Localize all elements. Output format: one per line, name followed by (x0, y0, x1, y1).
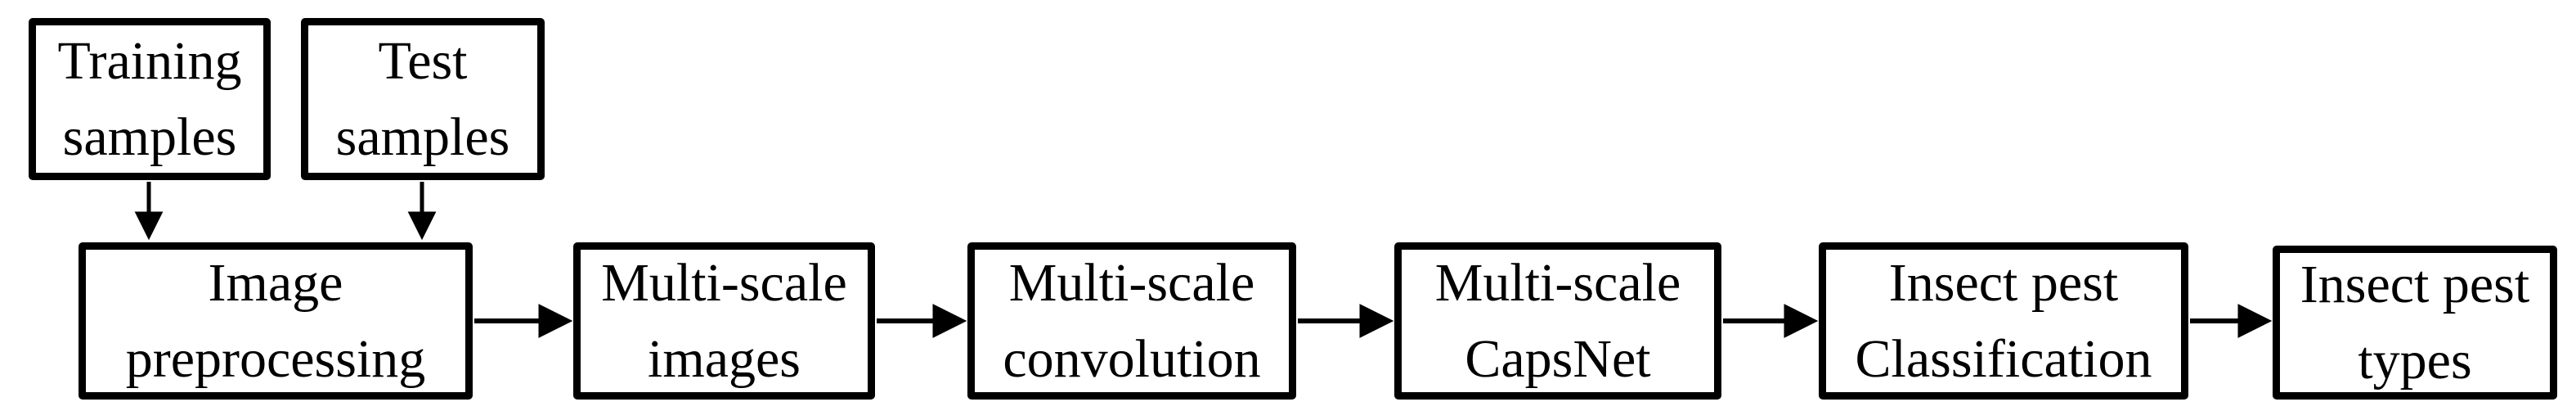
node-label-line: Insect pest (1888, 253, 2119, 313)
node-multi-scale-capsnet: Multi-scale CapsNet (1394, 242, 1721, 400)
node-label-line: Classification (1855, 329, 2152, 389)
node-label-line: Training (57, 31, 242, 91)
node-label-line: convolution (1003, 329, 1261, 389)
node-label-line: types (2358, 331, 2472, 391)
node-label-line: Image (208, 253, 343, 313)
node-multi-scale-convolution: Multi-scale convolution (967, 242, 1296, 400)
node-label-line: Test (378, 31, 468, 91)
node-training-samples: Training samples (29, 18, 271, 180)
node-label-line: images (648, 329, 801, 389)
node-label-line: Multi-scale (601, 253, 847, 313)
node-insect-pest-classification: Insect pest Classification (1819, 242, 2188, 400)
node-multi-scale-images: Multi-scale images (573, 242, 875, 400)
node-label-line: CapsNet (1465, 329, 1651, 389)
node-label-line: Insect pest (2300, 255, 2530, 314)
node-test-samples: Test samples (301, 18, 545, 180)
node-label-line: Multi-scale (1008, 253, 1255, 313)
node-label-line: samples (62, 107, 237, 167)
node-insect-pest-types: Insect pest types (2273, 246, 2557, 400)
node-image-preprocessing: Image preprocessing (79, 242, 473, 400)
node-label-line: Multi-scale (1434, 253, 1681, 313)
node-label-line: samples (335, 107, 510, 167)
node-label-line: preprocessing (125, 329, 426, 389)
